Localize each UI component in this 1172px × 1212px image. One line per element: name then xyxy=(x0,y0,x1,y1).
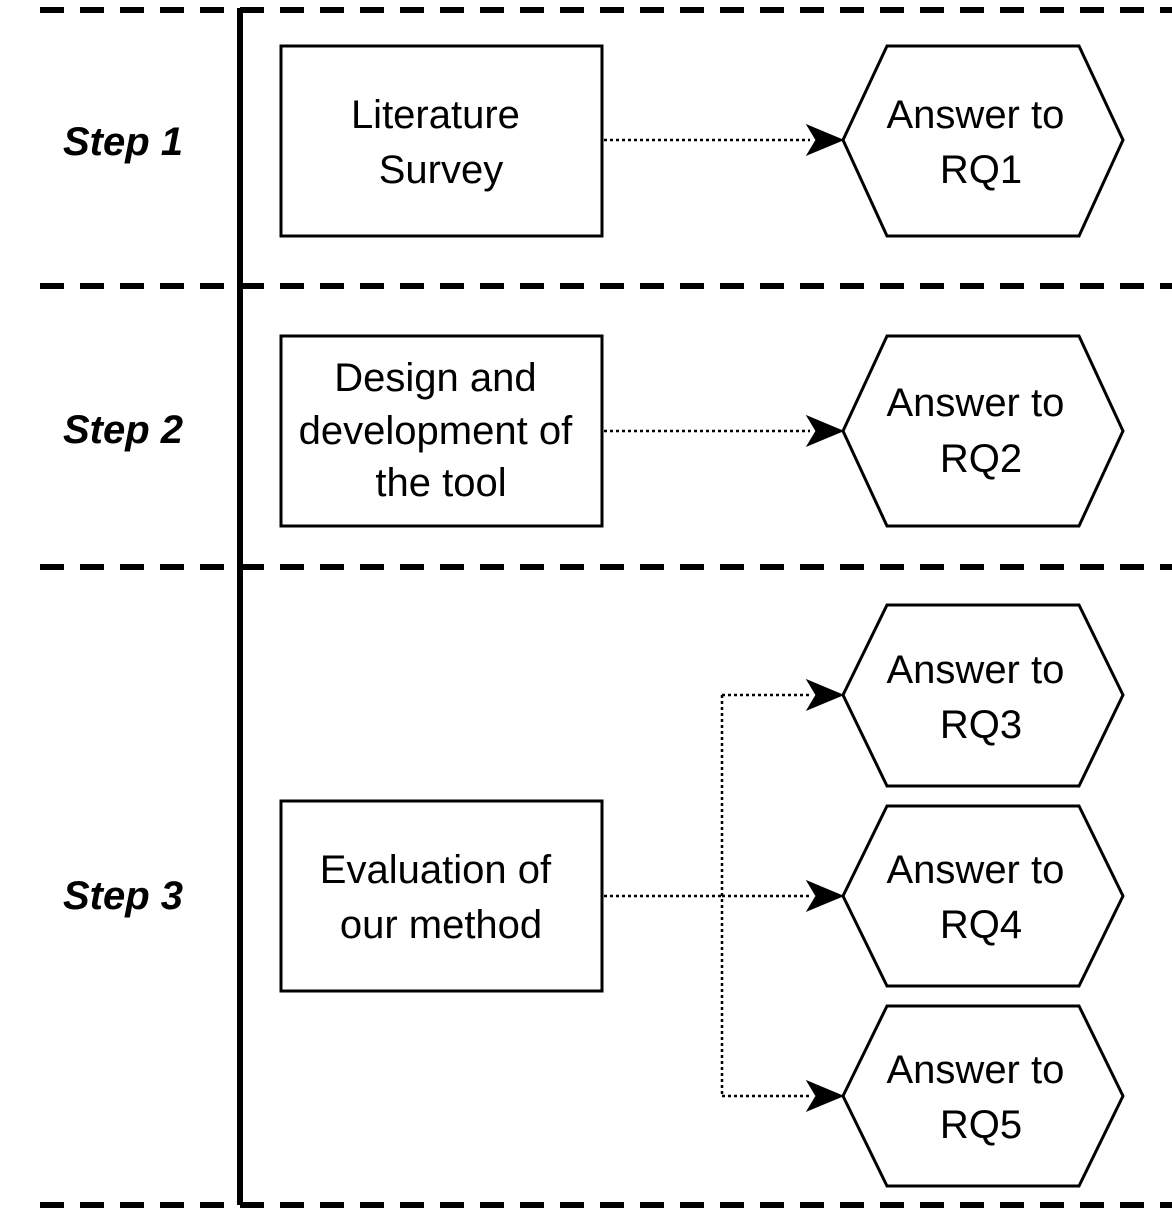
answer-hexagon xyxy=(841,334,1125,528)
answer-text-line: RQ5 xyxy=(940,1103,1022,1147)
activity-box xyxy=(279,799,604,993)
answer-text: Answer to RQ3 xyxy=(887,648,1076,747)
activity-text-line: the tool xyxy=(375,461,506,505)
activity-text: Literature Survey xyxy=(351,93,531,192)
answer-text-line: RQ2 xyxy=(940,437,1022,481)
answer-hexagon xyxy=(841,603,1125,788)
answer-text: Answer to RQ5 xyxy=(887,1048,1076,1147)
answer-text: Answer to RQ4 xyxy=(887,848,1076,947)
answer-text-line: Answer to xyxy=(887,848,1065,892)
answer-text-line: RQ1 xyxy=(940,148,1022,192)
arrowhead-icon xyxy=(805,1079,845,1113)
answer-text: Answer to RQ2 xyxy=(887,381,1076,481)
activity-text-line: Survey xyxy=(379,148,504,192)
activity-box xyxy=(279,44,604,238)
arrowhead-icon xyxy=(805,414,845,448)
arrowhead-icon xyxy=(805,123,845,157)
activity-text-line: Literature xyxy=(351,93,520,137)
answer-text: Answer to RQ1 xyxy=(887,93,1076,192)
step-1-row: Step 1 Literature Survey Answer to RQ1 xyxy=(63,44,1125,238)
answer-text-line: RQ3 xyxy=(940,703,1022,747)
step-2-row: Step 2 Design and development of the too… xyxy=(63,334,1125,528)
activity-text: Design and development of the tool xyxy=(299,356,584,505)
activity-text-line: development of xyxy=(299,409,573,453)
arrowhead-icon xyxy=(805,678,845,712)
activity-box xyxy=(279,334,604,528)
arrowhead-icon xyxy=(805,879,845,913)
activity-text-line: Design and xyxy=(334,356,536,400)
activity-text-line: our method xyxy=(340,903,542,947)
answer-hexagon xyxy=(841,804,1125,988)
step-label: Step 1 xyxy=(63,120,183,164)
step-3-row: Step 3 Evaluation of our method Answer t… xyxy=(63,603,1125,1188)
answer-text-line: RQ4 xyxy=(940,903,1022,947)
answer-text-line: Answer to xyxy=(887,381,1065,425)
activity-text: Evaluation of our method xyxy=(320,848,562,947)
answer-hexagon xyxy=(841,44,1125,238)
answer-text-line: Answer to xyxy=(887,93,1065,137)
answer-text-line: Answer to xyxy=(887,1048,1065,1092)
answer-hexagon xyxy=(841,1004,1125,1188)
step-label: Step 2 xyxy=(63,408,183,452)
answer-text-line: Answer to xyxy=(887,648,1065,692)
activity-text-line: Evaluation of xyxy=(320,848,552,892)
step-label: Step 3 xyxy=(63,874,183,918)
